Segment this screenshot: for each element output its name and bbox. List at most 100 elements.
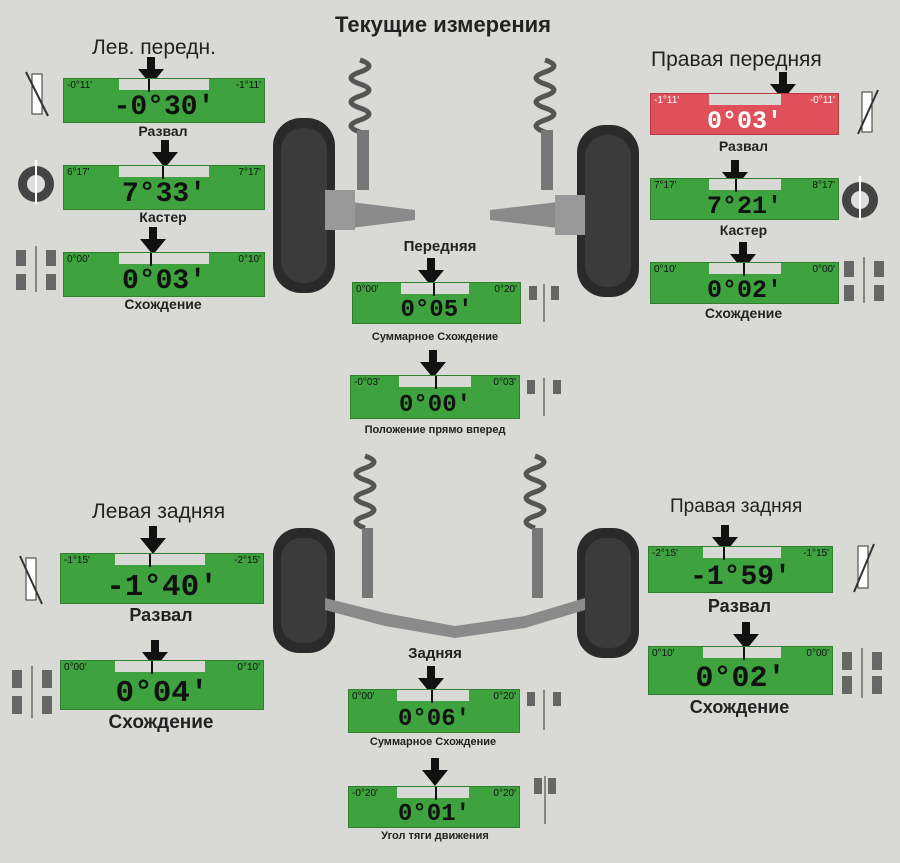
gauge-value: 0°02' <box>695 662 786 695</box>
gauge-max: 0°10' <box>238 254 261 265</box>
rear-left-toe-gauge: 0°00' 0°10' 0°04' <box>60 660 264 710</box>
front-right-camber-gauge: -1°11' -0°11' 0°03' <box>650 93 839 135</box>
rear-right-camber-label: Развал <box>707 596 772 616</box>
rear-right-heading: Правая задняя <box>670 496 803 517</box>
toe-wheels-icon <box>12 666 52 718</box>
gauge-value: 0°00' <box>398 392 471 419</box>
front-left-toe-gauge: 0°00' 0°10' 0°03' <box>63 252 265 297</box>
front-right-caster-gauge: 7°17' 8°17' 7°21' <box>650 178 839 220</box>
gauge-max: -0°11' <box>809 95 835 106</box>
rear-total-toe-gauge: 0°00' 0°20' 0°06' <box>348 689 520 733</box>
rear-right-camber-gauge: -2°15' -1°15' -1°59' <box>648 546 833 593</box>
caster-wheel-icon <box>18 160 54 204</box>
gauge-max: 0°03' <box>493 377 516 388</box>
toe-wheels-icon <box>842 648 882 698</box>
gauge-min: 0°00' <box>67 254 90 265</box>
front-straight-ahead-label: Положение прямо вперед <box>364 424 506 436</box>
arrow-down-icon <box>418 258 444 286</box>
arrow-down-icon <box>140 526 166 554</box>
front-left-caster-label: Кастер <box>139 209 187 225</box>
gauge-max: 0°00' <box>812 264 835 275</box>
thrust-angle-label: Угол тяги движения <box>381 830 489 842</box>
thrust-angle-icon <box>534 776 556 824</box>
gauge-value: 0°05' <box>400 297 473 324</box>
gauge-min: 0°00' <box>64 662 87 673</box>
arrow-down-icon <box>140 227 166 255</box>
gauge-min: -1°15' <box>64 555 90 566</box>
rear-right-toe-label: Схождение <box>689 697 790 717</box>
front-suspension-illustration <box>273 57 639 297</box>
gauge-min: 0°00' <box>352 691 375 702</box>
gauge-max: 7°17' <box>238 167 261 178</box>
gauge-min: -1°11' <box>654 95 680 106</box>
rear-left-camber-label: Развал <box>129 605 193 625</box>
gauge-value: 0°01' <box>397 801 470 828</box>
gauge-value: 0°04' <box>115 676 209 710</box>
front-center-heading: Передняя <box>403 238 477 255</box>
gauge-max: 0°20' <box>494 284 517 295</box>
arrow-down-icon <box>138 57 164 85</box>
gauge-max: -1°15' <box>803 548 829 559</box>
toe-wheels-icon <box>16 246 56 292</box>
gauge-min: -0°20' <box>352 788 378 799</box>
gauge-value: 7°33' <box>121 179 206 210</box>
toe-wheels-icon <box>844 257 884 303</box>
rear-left-camber-gauge: -1°15' -2°15' -1°40' <box>60 553 264 604</box>
front-total-toe-gauge: 0°00' 0°20' 0°05' <box>352 282 521 324</box>
rear-right-toe-gauge: 0°10' 0°00' 0°02' <box>648 646 833 695</box>
arrow-down-icon <box>770 72 796 100</box>
rear-left-toe-label: Схождение <box>108 712 214 733</box>
front-left-heading: Лев. передн. <box>92 36 216 59</box>
front-right-toe-gauge: 0°10' 0°00' 0°02' <box>650 262 839 304</box>
camber-wheel-icon <box>857 89 879 135</box>
gauge-value: -1°40' <box>106 570 218 604</box>
gauge-value: 0°06' <box>397 706 470 733</box>
gauge-max: 0°20' <box>493 691 516 702</box>
arrow-down-icon <box>418 666 444 694</box>
gauge-max: 0°00' <box>806 648 829 659</box>
gauge-min: 0°00' <box>356 284 379 295</box>
gauge-value: 0°03' <box>121 266 206 297</box>
front-straight-ahead-gauge: -0°03' 0°03' 0°00' <box>350 375 520 419</box>
gauge-min: 6°17' <box>67 167 90 178</box>
gauge-value: 7°21' <box>706 192 782 220</box>
gauge-max: -2°15' <box>234 555 260 566</box>
front-total-toe-label: Суммарное Схождение <box>371 331 499 343</box>
gauge-min: 0°10' <box>652 648 675 659</box>
front-left-camber-label: Развал <box>138 123 188 139</box>
rear-left-heading: Левая задняя <box>92 500 226 523</box>
rear-center-heading: Задняя <box>408 645 462 662</box>
gauge-max: 8°17' <box>812 180 835 191</box>
caster-wheel-icon <box>842 176 878 220</box>
gauge-max: -1°11' <box>235 80 261 91</box>
gauge-min: 7°17' <box>654 180 677 191</box>
gauge-min: -2°15' <box>652 548 678 559</box>
gauge-value: -0°30' <box>113 92 215 123</box>
gauge-min: 0°10' <box>654 264 677 275</box>
gauge-value: -1°59' <box>690 562 791 593</box>
gauge-min: -0°11' <box>67 80 93 91</box>
front-right-camber-label: Развал <box>718 138 769 154</box>
total-toe-icon <box>529 284 559 322</box>
gauge-value: 0°02' <box>706 276 782 304</box>
arrow-down-icon <box>420 350 446 378</box>
steering-straight-icon <box>527 378 561 416</box>
front-left-toe-label: Схождение <box>124 296 202 312</box>
front-left-camber-gauge: -0°11' -1°11' -0°30' <box>63 78 265 123</box>
gauge-value: 0°03' <box>706 107 782 135</box>
front-right-toe-label: Схождение <box>704 305 783 321</box>
arrow-down-icon <box>152 140 178 168</box>
camber-wheel-icon <box>25 71 49 117</box>
front-right-heading: Правая передняя <box>651 48 822 71</box>
gauge-max: 0°10' <box>237 662 260 673</box>
thrust-angle-gauge: -0°20' 0°20' 0°01' <box>348 786 520 828</box>
front-right-caster-label: Кастер <box>719 222 768 238</box>
camber-wheel-icon <box>19 555 43 605</box>
arrow-down-icon <box>422 758 448 786</box>
arrow-down-icon <box>712 525 738 553</box>
gauge-min: -0°03' <box>354 377 380 388</box>
page-title: Текущие измерения <box>335 12 552 37</box>
arrow-down-icon <box>733 622 759 650</box>
rear-suspension-illustration <box>273 453 639 658</box>
total-toe-icon <box>527 690 561 730</box>
